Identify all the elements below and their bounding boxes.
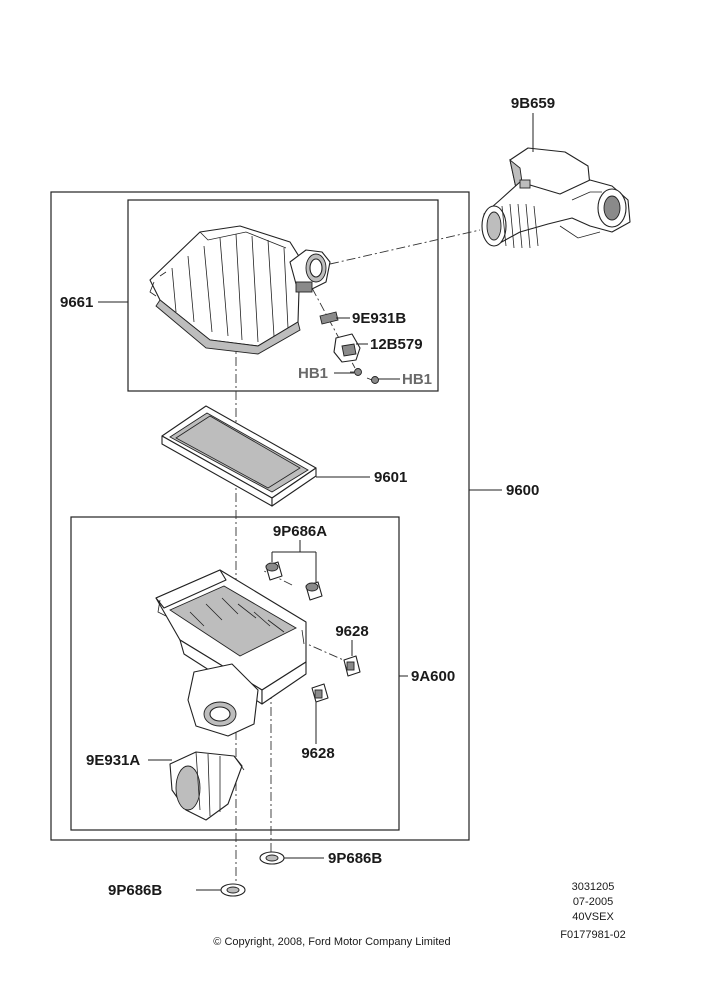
label-9661: 9661 bbox=[60, 294, 93, 311]
lower-housing-frame bbox=[70, 516, 400, 831]
label-9601: 9601 bbox=[374, 469, 407, 486]
label-9628-top: 9628 bbox=[335, 623, 368, 640]
label-9p686a: 9P686A bbox=[273, 523, 327, 540]
label-hb1-right: HB1 bbox=[402, 371, 432, 388]
screw-left-part bbox=[350, 368, 362, 376]
info-line-3: 40VSEX bbox=[572, 911, 614, 923]
label-12b579: 12B579 bbox=[370, 336, 423, 353]
air-cleaner-cover-part bbox=[149, 225, 331, 355]
label-9a600: 9A600 bbox=[411, 668, 455, 685]
grommet-b-left-part bbox=[220, 883, 246, 897]
alignment-line-grommet bbox=[261, 569, 293, 586]
label-9600: 9600 bbox=[506, 482, 539, 499]
air-filter-element-part bbox=[161, 405, 317, 507]
screw-right-part bbox=[366, 376, 379, 384]
info-line-1: 3031205 bbox=[572, 881, 615, 893]
label-9p686b-left: 9P686B bbox=[108, 882, 162, 899]
clip-upper-part bbox=[343, 655, 361, 677]
copyright-notice: © Copyright, 2008, Ford Motor Company Li… bbox=[213, 936, 450, 948]
label-9b659: 9B659 bbox=[511, 95, 555, 112]
label-9e931b: 9E931B bbox=[352, 310, 406, 327]
outer-assembly-frame bbox=[50, 191, 470, 841]
label-hb1-left: HB1 bbox=[298, 365, 328, 382]
inlet-tube-part bbox=[169, 751, 245, 821]
alignment-line-duct bbox=[329, 229, 481, 265]
clip-lower-part bbox=[311, 683, 329, 703]
label-9p686b-right: 9P686B bbox=[328, 850, 382, 867]
label-9628-bottom: 9628 bbox=[301, 745, 334, 762]
intake-gasket-part bbox=[319, 311, 339, 325]
mass-airflow-sensor-part bbox=[333, 333, 361, 363]
air-cleaner-housing-part bbox=[155, 569, 307, 737]
upper-cover-frame bbox=[127, 199, 439, 392]
outlet-duct-part bbox=[481, 147, 631, 249]
grommet-a-right-part bbox=[305, 581, 323, 601]
leader-9p686a bbox=[271, 540, 317, 582]
info-line-4: F0177981-02 bbox=[560, 929, 625, 941]
info-line-2: 07-2005 bbox=[573, 896, 613, 908]
grommet-a-left-part bbox=[265, 561, 283, 581]
label-9e931a: 9E931A bbox=[86, 752, 140, 769]
grommet-b-right-part bbox=[259, 851, 285, 865]
